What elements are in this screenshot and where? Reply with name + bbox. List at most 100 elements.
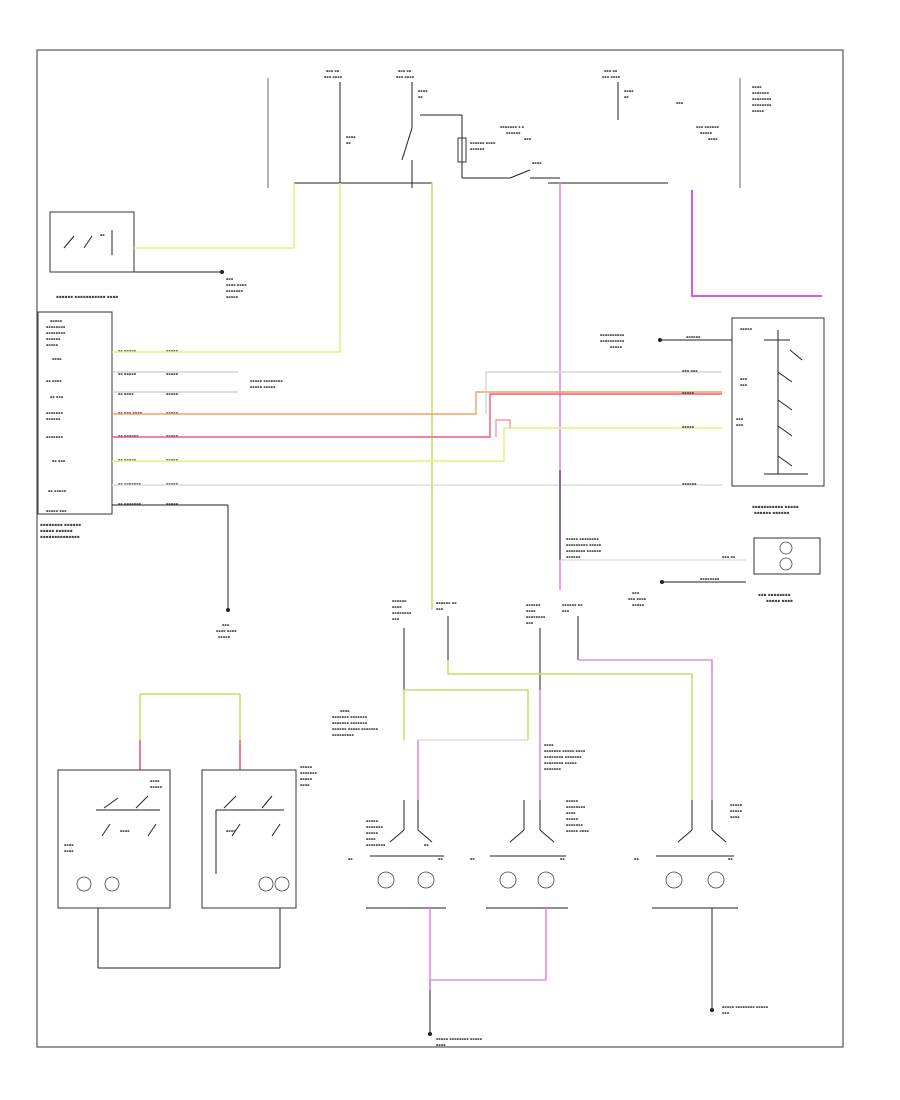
svg-text:▪▪▪▪▪: ▪▪▪▪▪: [300, 765, 313, 769]
svg-text:▪▪▪▪▪▪▪▪: ▪▪▪▪▪▪▪▪: [392, 611, 412, 615]
svg-text:▪▪▪▪▪: ▪▪▪▪▪: [166, 502, 179, 506]
svg-text:▪▪ ▪▪▪▪▪: ▪▪ ▪▪▪▪▪: [118, 372, 137, 376]
svg-text:▪▪▪▪: ▪▪▪▪: [150, 779, 160, 783]
svg-text:▪▪: ▪▪: [634, 857, 639, 861]
svg-text:▪▪▪▪▪▪▪▪ ▪▪▪▪▪▪: ▪▪▪▪▪▪▪▪ ▪▪▪▪▪▪: [566, 549, 602, 553]
svg-text:▪▪▪▪▪: ▪▪▪▪▪: [752, 109, 765, 113]
top-fuse-feeds: ▪▪▪ ▪▪ ▪▪▪ ▪▪▪▪ ▪▪▪▪ ▪▪ ▪▪▪ ▪▪ ▪▪▪ ▪▪▪▪ …: [267, 69, 772, 188]
svg-text:▪▪▪▪: ▪▪▪▪: [532, 161, 542, 165]
svg-text:▪▪▪▪▪: ▪▪▪▪▪: [366, 819, 379, 823]
svg-text:▪▪▪▪▪ ▪▪▪▪: ▪▪▪▪▪ ▪▪▪▪: [766, 598, 793, 603]
front-courtesy-lamp-2: ▪▪ ▪▪ ▪▪▪▪▪ ▪▪▪▪▪▪▪▪ ▪▪▪▪ ▪▪▪▪▪ ▪▪ ▪▪▪▪▪ …: [429, 799, 590, 990]
svg-text:▪▪▪▪▪ ▪▪▪▪: ▪▪▪▪▪ ▪▪▪▪: [566, 829, 590, 833]
svg-text:▪▪▪▪ ▪▪▪▪: ▪▪▪▪ ▪▪▪▪: [216, 629, 237, 633]
svg-text:▪▪: ▪▪: [728, 857, 733, 861]
svg-text:▪▪ ▪▪▪: ▪▪ ▪▪▪: [50, 395, 64, 399]
svg-text:▪▪▪▪▪▪▪▪▪: ▪▪▪▪▪▪▪▪▪: [332, 733, 354, 737]
svg-text:▪▪▪▪▪: ▪▪▪▪▪: [366, 831, 379, 835]
svg-text:▪▪▪ ▪▪▪▪▪▪: ▪▪▪ ▪▪▪▪▪▪: [696, 125, 720, 129]
smart-junction-box: ▪▪▪▪▪ ▪▪▪▪▪▪▪▪ ▪▪▪▪▪▪▪▪ ▪▪▪▪▪▪ ▪▪▪▪▪ ▪▪▪…: [37, 311, 283, 639]
svg-text:▪▪ ▪▪▪▪: ▪▪ ▪▪▪▪: [46, 379, 62, 383]
svg-text:▪▪▪▪▪ ▪▪▪▪▪▪▪▪: ▪▪▪▪▪ ▪▪▪▪▪▪▪▪: [566, 537, 599, 541]
svg-text:▪▪▪▪▪▪▪▪▪▪▪ ▪▪▪▪▪: ▪▪▪▪▪▪▪▪▪▪▪ ▪▪▪▪▪: [752, 504, 799, 509]
svg-text:▪▪▪▪▪: ▪▪▪▪▪: [166, 482, 179, 486]
left-footwell-lamp: ▪▪▪▪ ▪▪▪▪ ▪▪▪▪ ▪▪▪▪ ▪▪▪▪▪: [57, 693, 280, 969]
svg-text:▪▪▪▪▪▪: ▪▪▪▪▪▪: [686, 335, 701, 339]
svg-text:▪▪▪▪▪▪▪▪: ▪▪▪▪▪▪▪▪: [700, 577, 720, 581]
svg-text:▪▪▪▪▪▪▪▪ ▪▪▪▪▪▪: ▪▪▪▪▪▪▪▪ ▪▪▪▪▪▪: [40, 522, 81, 527]
svg-text:▪▪▪▪▪▪ ▪▪▪▪▪▪: ▪▪▪▪▪▪ ▪▪▪▪▪▪: [754, 510, 790, 515]
svg-text:▪▪▪▪▪: ▪▪▪▪▪: [218, 635, 231, 639]
svg-text:▪▪▪▪▪▪▪▪: ▪▪▪▪▪▪▪▪: [566, 805, 586, 809]
svg-text:▪▪ ▪▪▪▪▪▪▪: ▪▪ ▪▪▪▪▪▪▪: [118, 502, 142, 506]
svg-text:▪▪: ▪▪: [560, 857, 565, 861]
svg-text:▪▪▪▪▪: ▪▪▪▪▪: [166, 392, 179, 396]
svg-text:▪▪ ▪▪▪▪▪▪: ▪▪ ▪▪▪▪▪▪: [118, 434, 139, 438]
svg-text:▪▪▪▪▪: ▪▪▪▪▪: [566, 817, 579, 821]
svg-text:▪▪▪ ▪▪▪▪: ▪▪▪ ▪▪▪▪: [324, 75, 343, 79]
svg-text:▪▪▪: ▪▪▪: [632, 591, 640, 595]
svg-text:▪▪▪▪: ▪▪▪▪: [566, 811, 576, 815]
svg-text:▪▪ ▪▪▪▪▪: ▪▪ ▪▪▪▪▪: [118, 349, 137, 353]
front-courtesy-lamp-1: ▪▪ ▪▪ ▪▪ ▪▪▪▪▪ ▪▪▪▪▪▪▪ ▪▪▪▪▪ ▪▪▪▪ ▪▪▪▪▪▪…: [348, 800, 446, 990]
svg-text:▪▪▪▪▪▪ ▪▪: ▪▪▪▪▪▪ ▪▪: [436, 601, 457, 605]
svg-text:▪▪▪▪▪ ▪▪▪: ▪▪▪▪▪ ▪▪▪: [46, 509, 67, 513]
svg-text:▪▪▪▪▪ ▪▪▪▪▪▪: ▪▪▪▪▪ ▪▪▪▪▪▪: [40, 528, 73, 533]
svg-text:▪▪▪▪: ▪▪▪▪: [52, 357, 62, 361]
svg-text:▪▪▪▪▪: ▪▪▪▪▪: [730, 803, 743, 807]
svg-text:▪▪▪▪▪▪: ▪▪▪▪▪▪: [470, 147, 485, 151]
svg-text:▪▪▪ ▪▪: ▪▪▪ ▪▪: [604, 69, 618, 73]
svg-text:▪▪▪: ▪▪▪: [436, 607, 444, 611]
svg-text:▪▪▪ ▪▪▪: ▪▪▪ ▪▪▪: [682, 369, 698, 373]
svg-text:▪▪: ▪▪: [438, 857, 443, 861]
glove-box-lamp: ▪▪▪▪▪ ▪▪▪▪▪▪▪▪ ▪▪▪▪▪▪▪▪▪ ▪▪▪▪▪ ▪▪▪▪▪▪▪▪ …: [559, 470, 821, 607]
svg-text:▪▪▪: ▪▪▪: [736, 423, 744, 427]
svg-text:▪▪▪▪▪ ▪▪▪▪▪▪▪▪ ▪▪▪▪▪: ▪▪▪▪▪ ▪▪▪▪▪▪▪▪ ▪▪▪▪▪: [436, 1037, 483, 1041]
svg-text:▪▪: ▪▪: [470, 857, 475, 861]
engine-compartment-lamp: ▪▪ ▪▪▪▪▪▪ ▪▪▪▪▪▪▪▪▪▪▪ ▪▪▪▪ ▪▪▪ ▪▪▪▪ ▪▪▪▪…: [49, 211, 247, 299]
svg-text:▪▪▪▪▪▪▪▪▪ ▪▪▪▪▪: ▪▪▪▪▪▪▪▪▪ ▪▪▪▪▪: [566, 543, 602, 547]
svg-text:▪▪▪▪▪: ▪▪▪▪▪: [700, 131, 713, 135]
svg-text:▪▪▪▪▪: ▪▪▪▪▪: [166, 458, 179, 462]
svg-text:▪▪▪▪▪▪: ▪▪▪▪▪▪: [46, 337, 61, 341]
svg-text:▪▪▪▪▪▪: ▪▪▪▪▪▪: [566, 555, 581, 559]
svg-text:▪▪: ▪▪: [100, 233, 105, 237]
svg-text:▪▪▪▪▪▪▪▪: ▪▪▪▪▪▪▪▪: [752, 103, 772, 107]
svg-text:▪▪▪ ▪▪: ▪▪▪ ▪▪: [398, 69, 412, 73]
wire-red-pink: [112, 393, 722, 438]
svg-text:▪▪▪▪▪: ▪▪▪▪▪: [740, 327, 753, 331]
svg-text:▪▪▪▪▪▪ ▪▪▪▪▪▪▪▪▪▪▪ ▪▪▪▪: ▪▪▪▪▪▪ ▪▪▪▪▪▪▪▪▪▪▪ ▪▪▪▪: [56, 294, 118, 299]
svg-text:▪▪▪ ▪▪: ▪▪▪ ▪▪: [722, 555, 736, 559]
svg-text:▪▪▪▪▪ ▪▪▪▪▪▪▪▪: ▪▪▪▪▪ ▪▪▪▪▪▪▪▪: [250, 379, 283, 383]
instrument-panel-dimmer: ▪▪▪▪▪▪▪▪▪▪ ▪▪▪▪▪▪▪▪▪▪ ▪▪▪▪▪ ▪▪▪▪▪▪ ▪▪▪ ▪…: [600, 317, 825, 515]
svg-text:▪▪▪▪▪▪▪: ▪▪▪▪▪▪▪: [300, 771, 318, 775]
svg-text:▪▪▪▪▪▪▪ ▪▪▪▪▪▪▪: ▪▪▪▪▪▪▪ ▪▪▪▪▪▪▪: [332, 721, 368, 725]
svg-text:▪▪▪▪▪: ▪▪▪▪▪: [300, 777, 313, 781]
svg-text:▪▪▪▪: ▪▪▪▪: [366, 837, 376, 841]
svg-text:▪▪ ▪▪▪▪▪: ▪▪ ▪▪▪▪▪: [48, 489, 67, 493]
wire-orange: [112, 391, 722, 415]
svg-text:▪▪▪: ▪▪▪: [226, 277, 234, 281]
svg-text:▪▪▪▪▪▪▪▪: ▪▪▪▪▪▪▪▪: [752, 97, 772, 101]
svg-text:▪▪▪: ▪▪▪: [392, 617, 400, 621]
svg-text:▪▪▪▪▪▪▪▪: ▪▪▪▪▪▪▪▪: [46, 331, 66, 335]
svg-text:▪▪ ▪▪▪▪▪: ▪▪ ▪▪▪▪▪: [118, 458, 137, 462]
splice-points: ▪▪▪▪▪▪ ▪▪▪▪ ▪▪▪▪▪▪▪▪ ▪▪▪ ▪▪▪▪▪▪ ▪▪ ▪▪▪ ▪…: [332, 599, 713, 800]
svg-text:▪▪▪ ▪▪▪▪: ▪▪▪ ▪▪▪▪: [396, 75, 415, 79]
svg-text:▪▪▪ ▪▪▪▪▪▪▪▪: ▪▪▪ ▪▪▪▪▪▪▪▪: [758, 592, 791, 597]
svg-text:▪▪ ▪▪▪▪: ▪▪ ▪▪▪▪: [118, 392, 134, 396]
svg-text:▪▪▪▪: ▪▪▪▪: [708, 137, 718, 141]
svg-text:▪▪▪▪: ▪▪▪▪: [346, 135, 356, 139]
svg-text:▪▪▪▪▪▪: ▪▪▪▪▪▪: [526, 603, 541, 607]
svg-text:▪▪▪▪: ▪▪▪▪: [300, 783, 310, 787]
svg-text:▪▪▪▪▪: ▪▪▪▪▪: [566, 799, 579, 803]
svg-text:▪▪: ▪▪: [348, 857, 353, 861]
svg-text:▪▪▪▪▪▪: ▪▪▪▪▪▪: [392, 599, 407, 603]
svg-text:▪▪▪: ▪▪▪: [740, 383, 748, 387]
svg-text:▪▪▪▪: ▪▪▪▪: [226, 829, 236, 833]
svg-text:▪▪▪ ▪▪▪▪: ▪▪▪ ▪▪▪▪: [628, 597, 647, 601]
svg-text:▪▪▪▪▪▪▪▪ ▪▪▪▪▪: ▪▪▪▪▪▪▪▪ ▪▪▪▪▪: [544, 761, 577, 765]
svg-text:▪▪▪▪▪: ▪▪▪▪▪: [166, 372, 179, 376]
svg-text:▪▪▪▪▪▪: ▪▪▪▪▪▪: [506, 131, 521, 135]
svg-text:▪▪▪▪ ▪▪▪▪: ▪▪▪▪ ▪▪▪▪: [226, 283, 247, 287]
